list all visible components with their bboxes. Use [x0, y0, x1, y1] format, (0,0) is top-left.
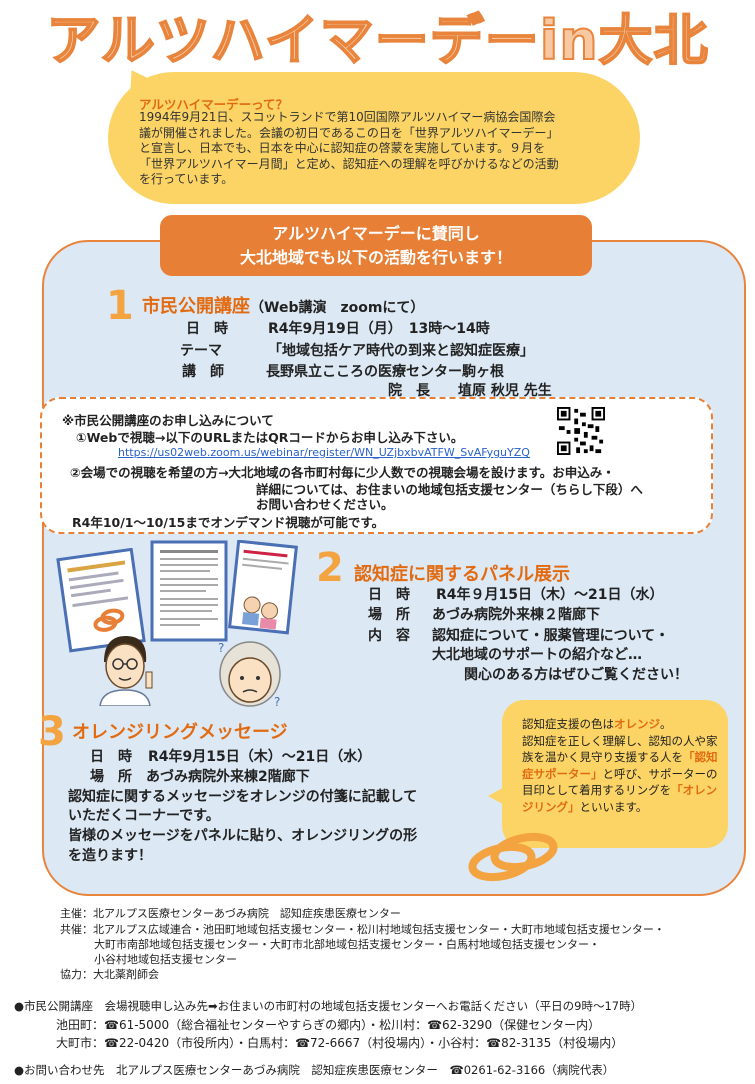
intro-line: を行っています。 [139, 172, 234, 186]
section2-date-value: R4年９月15日（木）～21日（水） [436, 587, 664, 603]
doctor-illustration-icon [99, 636, 153, 706]
section3-date-label: 日 時 [90, 749, 132, 765]
bubble-p1-end: 。 [660, 717, 672, 731]
footer-host: 主催：北アルプス医療センターあづみ病院 認知症疾患医療センター [60, 905, 401, 921]
orange-ring-bubble [502, 700, 728, 848]
contact-line: ●お問い合わせ先 北アルプス医療センターあづみ病院 認知症疾患医療センター ☎0… [14, 1063, 615, 1077]
bubble-p2-orange: 「認知症サポーター」 [522, 750, 718, 781]
section1-date-value: R4年9月19日（月） 13時～14時 [268, 321, 490, 337]
section2-number: 2 [316, 545, 344, 591]
section2-title: 認知症に関するパネル展示 [354, 564, 570, 585]
document-illustration-icon [228, 540, 298, 635]
orange-ring-explanation: 認知症支援の色はオレンジ。 認知症を正しく理解し、認知の人や家族を温かく見守り支… [522, 716, 718, 815]
coop-text: 大北薬剤師会 [93, 968, 159, 981]
section2-content-line2: 大北地域のサポートの紹介など… [432, 647, 642, 663]
apply-line: ●市民公開講座 会場視聴申し込み先➡お住まいの市町村の地域包括支援センターへお電… [14, 999, 643, 1013]
section1-speaker-value: 長野県立こころの医療センター駒ヶ根 [266, 364, 504, 380]
notice-item1: ①Webで視聴→以下のURLまたはQRコードからお申し込み下さい。 [76, 430, 464, 445]
notice-item2-line2: 詳細については、お住まいの地域包括支援センター（ちらし下段）へ [256, 482, 643, 497]
section3-title: オレンジリングメッセージ [72, 722, 288, 743]
notice-ondemand: R4年10/1～10/15までオンデマンド視聴が可能です。 [72, 515, 385, 530]
section1-speaker-label: 講 師 [182, 364, 224, 380]
host-text: 北アルプス医療センターあづみ病院 認知症疾患医療センター [93, 907, 401, 920]
section2-place-value: あづみ病院外来棟２階廊下 [432, 607, 600, 623]
section1-theme-value: 「地域包括ケア時代の到来と認知症医療」 [268, 343, 534, 359]
section3-desc-line3: 皆様のメッセージをパネルに貼り、オレンジリングの形 [68, 828, 418, 844]
activities-banner: アルツハイマーデーに賛同し 大北地域でも以下の活動を行います！ [160, 215, 592, 276]
section3-desc-line1: 認知症に関するメッセージをオレンジの付箋に記載して [68, 789, 418, 805]
page-title: アルツハイマーデーin大北 [45, 8, 709, 73]
footer-cohost: 共催：北アルプス広域連合・池田町地域包括支援センター・松川村地域包括支援センター… [60, 921, 665, 937]
section1-date-label: 日 時 [186, 321, 228, 337]
section3-number: 3 [38, 709, 66, 755]
registration-link[interactable]: https://us02web.zoom.us/webinar/register… [118, 446, 530, 459]
section1-subtitle: （Web講演 zoomにて） [250, 300, 425, 316]
notice-heading: ※市民公開講座のお申し込みについて [62, 413, 274, 428]
document-illustration-icon [56, 548, 146, 653]
phone-line2: 大町市：☎22-0420（市役所内）・白馬村：☎72-6667（村役場内）・小谷… [56, 1036, 624, 1050]
phone-line1: 池田町：☎61-5000（総合福祉センターやすらぎの郷内）・松川村：☎62-32… [56, 1018, 601, 1032]
intro-bubble [108, 72, 640, 204]
intro-line: 1994年9月21日、スコットランドで第10回国際アルツハイマー病協会国際会 [139, 110, 556, 124]
bubble-p1-orange: オレンジ [614, 717, 660, 731]
notice-item2-line3: お問い合わせください。 [256, 497, 394, 512]
worried-woman-illustration-icon: ? ? [218, 641, 281, 709]
intro-heading: アルツハイマーデーって？ [139, 97, 289, 112]
section2-place-label: 場 所 [368, 607, 410, 623]
orange-ring-icon [468, 832, 558, 882]
section3-place-value: あづみ病院外来棟2階廊下 [146, 769, 310, 785]
notice-item2-line1: ②会場での視聴を希望の方→大北地域の各市町村毎に少人数での視聴会場を設けます。お… [70, 465, 615, 480]
section3-desc-line4: を造ります！ [68, 848, 152, 864]
cohost-line3: 小谷村地域包括支援センター [94, 953, 237, 966]
bubble-p1: 認知症支援の色は [522, 717, 614, 731]
bubble-p4: といいます。 [579, 799, 648, 814]
footer-coop: 協力：大北薬剤師会 [60, 966, 159, 982]
bubble-p2: 認知症を正しく理解し、認知の人や家族を温かく見守り支援する人を [522, 733, 718, 765]
host-label: 主催： [60, 907, 93, 920]
intro-line: 「世界アルツハイマー月間」と定め、認知症への理解を呼びかけるなどの活動 [139, 156, 559, 171]
coop-label: 協力： [60, 968, 93, 981]
intro-body: 1994年9月21日、スコットランドで第10回国際アルツハイマー病協会国際会 議… [139, 110, 619, 188]
section1-number: 1 [106, 283, 134, 329]
cohost-label: 共催： [60, 923, 93, 936]
cohost-line1: 北アルプス広域連合・池田町地域包括支援センター・松川村地域包括支援センター・大町… [93, 923, 665, 936]
section3-place-label: 場 所 [90, 769, 132, 785]
banner-line2: 大北地域でも以下の活動を行います！ [239, 248, 512, 267]
section2-date-label: 日 時 [368, 587, 410, 603]
svg-text:?: ? [218, 641, 224, 655]
cohost-line2: 大町市南部地域包括支援センター・大町市北部地域包括支援センター・白馬村地域包括支… [94, 938, 600, 951]
bubble-p3: と呼び、サポーターの目印として着用するリングを [522, 766, 718, 798]
document-illustration-icon [150, 540, 228, 642]
section1-speaker-line2: 院 長 埴原 秋児 先生 [388, 383, 552, 399]
banner-line1: アルツハイマーデーに賛同し [272, 224, 480, 243]
section1-title-text: 市民公開講座 [142, 296, 250, 317]
section2-content-line3: 関心のある方はぜひご覧ください！ [464, 667, 688, 683]
bubble-p3-orange: 「オレンジリング」 [522, 783, 718, 814]
section2-content-value: 認知症について・服薬管理について・ [432, 628, 670, 644]
qr-code-icon[interactable] [557, 407, 605, 455]
section1-theme-label: テーマ [180, 343, 222, 359]
section3-date-value: R4年9月15日（木）～21日（水） [148, 749, 372, 765]
svg-text:?: ? [274, 695, 280, 709]
section2-content-label: 内 容 [368, 628, 410, 644]
intro-line: と宣言し、日本でも、日本を中心に認知症の啓蒙を実施しています。９月を [139, 141, 546, 155]
section3-desc-line2: いただくコーナーです。 [68, 808, 220, 824]
intro-line: 議が開催されました。会議の初日であるこの日を「世界アルツハイマーデー」 [139, 125, 559, 140]
section1-title: 市民公開講座（Web講演 zoomにて） [142, 292, 424, 318]
